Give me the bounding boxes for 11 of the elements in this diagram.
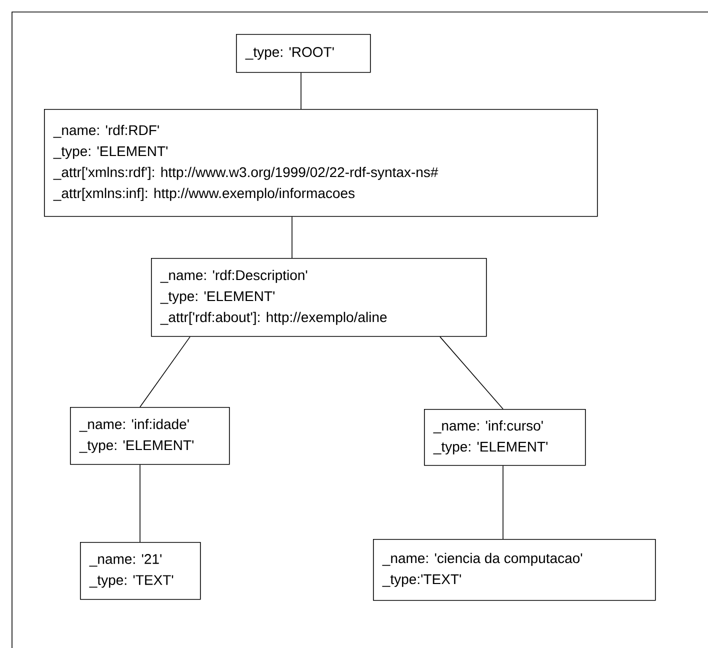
tree-node-box: _name: '21' _type: 'TEXT'	[80, 542, 201, 600]
tree-node-box: _name: 'rdf:RDF' _type: 'ELEMENT' _attr['xmlns:rdf']: http://www.w3.org/1999/02/22-rdf-syntax-ns# _attr[xmlns:inf]: http://www.exemplo/informacoes	[44, 109, 598, 217]
connector-line	[502, 465, 504, 540]
connector-line	[440, 336, 504, 410]
connector-line	[140, 336, 190, 408]
tree-node-box: _name: 'inf:idade' _type: 'ELEMENT'	[70, 407, 230, 465]
tree-node-box: _name: 'inf:curso' _type: 'ELEMENT'	[424, 409, 586, 466]
tree-node-box: _type: 'ROOT'	[236, 34, 371, 73]
tree-node-box: _name: 'ciencia da computacao' _type:'TEXT'	[373, 539, 656, 601]
tree-node-box: _name: 'rdf:Description' _type: 'ELEMENT' _attr['rdf:about']: http://exemplo/aline	[151, 258, 487, 337]
connector-line	[300, 72, 302, 110]
